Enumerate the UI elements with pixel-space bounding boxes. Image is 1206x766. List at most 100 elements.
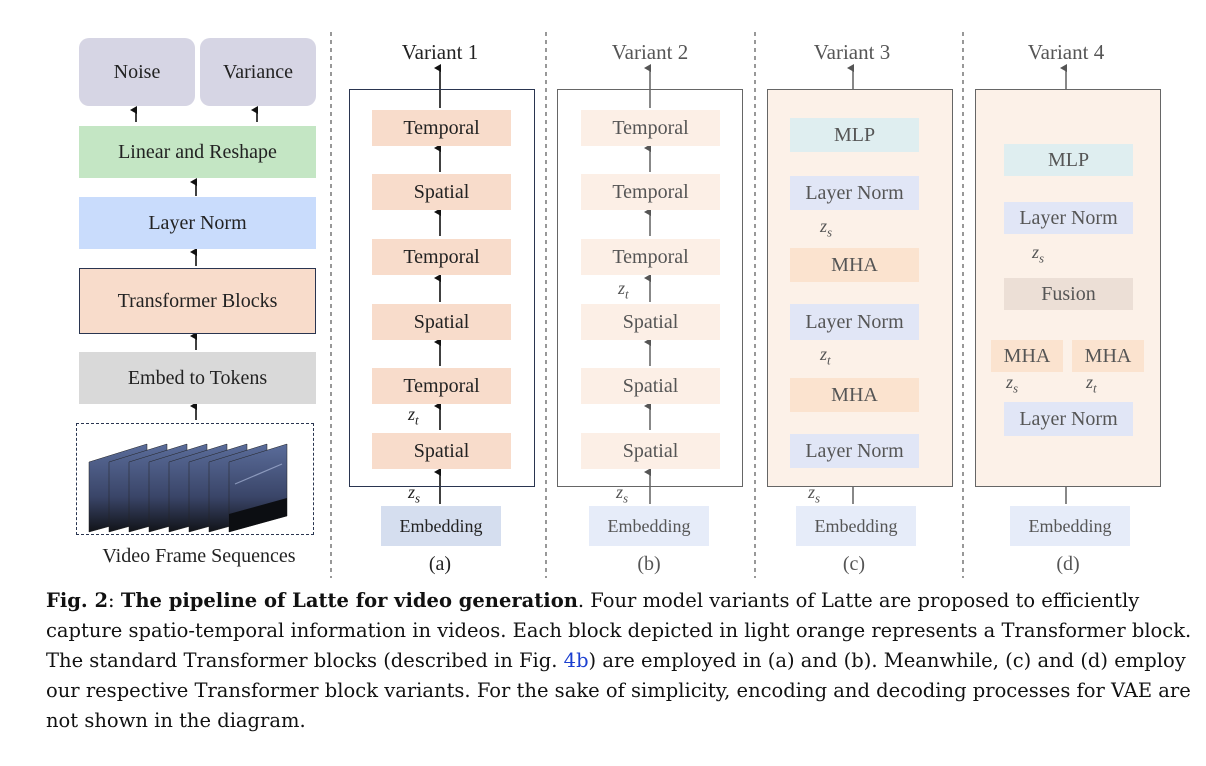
variant1-block-5: Temporal [372, 368, 511, 404]
block-label: Temporal [612, 180, 689, 203]
variant3-block-layernorm-3: Layer Norm [790, 434, 919, 468]
caption-text-1: . Four model variants of Latte are propo… [46, 589, 1192, 672]
variance-label: Variance [223, 60, 293, 83]
noise-label: Noise [113, 60, 161, 83]
variant1-zt-label: zt [408, 404, 419, 428]
video-frames-label: Video Frame Sequences [102, 545, 296, 567]
variance-box: Variance [200, 38, 316, 106]
transformer-blocks-box: Transformer Blocks [79, 268, 316, 334]
block-label: Temporal [403, 374, 480, 397]
variant2-block-5: Spatial [581, 368, 720, 404]
variant3-frame [767, 89, 953, 487]
block-label: Layer Norm [805, 439, 904, 462]
variant4-block-layernorm-1: Layer Norm [1004, 202, 1133, 234]
variant2-block-6: Spatial [581, 433, 720, 469]
variant1-block-3: Temporal [372, 239, 511, 275]
variant4-block-fusion: Fusion [1004, 278, 1133, 310]
block-label: Layer Norm [805, 181, 904, 204]
video-frames-container [76, 423, 314, 535]
variant4-block-mha-1: MHA [991, 340, 1063, 372]
variant2-zt-label: zt [618, 278, 629, 302]
variant2-title: Variant 2 [611, 40, 689, 64]
caption-title: The pipeline of Latte for video generati… [120, 589, 578, 612]
variant4-embedding: Embedding [1010, 506, 1130, 546]
variant3-title: Variant 3 [813, 40, 891, 64]
block-label: MLP [1047, 148, 1090, 171]
variant4-panel-label: (d) [1056, 553, 1080, 575]
variant3-zs-mid-label: zs [820, 216, 833, 240]
block-label: Fusion [1041, 282, 1096, 305]
block-label: Temporal [612, 116, 689, 139]
variant3-block-mha-2: MHA [790, 378, 919, 412]
block-label: MLP [833, 123, 876, 146]
variant3-zs-label: zs [808, 482, 821, 506]
embedding-label: Embedding [814, 515, 898, 536]
noise-box: Noise [79, 38, 195, 106]
block-label: Spatial [622, 439, 679, 462]
variant1-frame [349, 89, 535, 487]
block-label: Spatial [413, 310, 470, 333]
variant1-block-1: Temporal [372, 110, 511, 146]
caption-fig-label: Fig. 2 [46, 589, 109, 612]
variant3-embedding: Embedding [796, 506, 916, 546]
variant2-embedding: Embedding [589, 506, 709, 546]
caption-text-2: ) are employed in (a) and (b). Meanwhile… [46, 649, 1191, 732]
variant1-block-2: Spatial [372, 174, 511, 210]
embedding-label: Embedding [1028, 515, 1112, 536]
variant3-block-mlp: MLP [790, 118, 919, 152]
block-label: Temporal [403, 245, 480, 268]
block-label: Spatial [413, 180, 470, 203]
block-label: Layer Norm [805, 310, 904, 333]
video-frames-image [88, 443, 288, 533]
linear-reshape-box: Linear and Reshape [79, 126, 316, 178]
variant1-panel-label: (a) [428, 553, 452, 575]
variant2-panel-label: (b) [637, 553, 661, 575]
block-label: Layer Norm [1019, 407, 1118, 430]
layer-norm-label: Layer Norm [148, 211, 247, 234]
variant1-title: Variant 1 [401, 40, 479, 64]
variant4-zs-label: zs [1006, 372, 1019, 396]
variant3-block-layernorm-1: Layer Norm [790, 176, 919, 210]
figure-caption: Fig. 2: The pipeline of Latte for video … [46, 586, 1196, 736]
layer-norm-box: Layer Norm [79, 197, 316, 249]
variant2-block-4: Spatial [581, 304, 720, 340]
embed-tokens-box: Embed to Tokens [79, 352, 316, 404]
pipeline-arrows [130, 106, 258, 420]
block-label: Layer Norm [1019, 206, 1118, 229]
variant3-block-layernorm-2: Layer Norm [790, 304, 919, 340]
caption-figure-link[interactable]: 4b [563, 649, 589, 672]
block-label: Spatial [622, 374, 679, 397]
caption-colon: : [108, 589, 121, 612]
block-label: MHA [1003, 344, 1051, 367]
block-label: MHA [831, 253, 878, 276]
block-label: Temporal [612, 245, 689, 268]
embedding-label: Embedding [607, 515, 691, 536]
linear-reshape-label: Linear and Reshape [118, 140, 277, 163]
block-label: Temporal [403, 116, 480, 139]
variant1-embedding: Embedding [381, 506, 501, 546]
embed-tokens-label: Embed to Tokens [127, 366, 268, 389]
variant4-zs-mid-label: zs [1032, 242, 1045, 266]
variant2-block-1: Temporal [581, 110, 720, 146]
variant4-zt-label: zt [1086, 372, 1097, 396]
variant2-zs-label: zs [616, 482, 629, 506]
block-label: Spatial [413, 439, 470, 462]
block-label: MHA [831, 383, 878, 406]
variant1-block-4: Spatial [372, 304, 511, 340]
variant3-panel-label: (c) [842, 553, 866, 575]
block-label: MHA [1084, 344, 1132, 367]
block-label: Spatial [622, 310, 679, 333]
frame-stack [88, 443, 288, 533]
variant1-block-6: Spatial [372, 433, 511, 469]
variant2-block-3: Temporal [581, 239, 720, 275]
variant4-title: Variant 4 [1027, 40, 1105, 64]
variant4-block-mha-2: MHA [1072, 340, 1144, 372]
variant4-block-mlp: MLP [1004, 144, 1133, 176]
variant3-zt-label: zt [820, 344, 831, 368]
transformer-blocks-label: Transformer Blocks [117, 289, 278, 312]
variant2-frame [557, 89, 743, 487]
variant2-block-2: Temporal [581, 174, 720, 210]
variant3-block-mha-1: MHA [790, 248, 919, 282]
variant1-zs-label: zs [408, 482, 421, 506]
embedding-label: Embedding [399, 515, 483, 536]
